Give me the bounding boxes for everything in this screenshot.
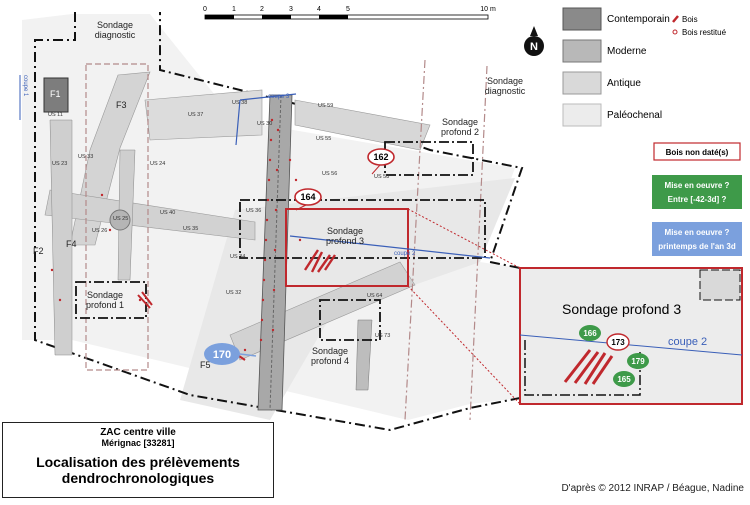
- sample-173: 173: [606, 333, 630, 351]
- label-f2: F2: [33, 246, 44, 256]
- title-box: ZAC centre ville Mérignac [33281] Locali…: [2, 422, 274, 498]
- label-f3: F3: [116, 100, 127, 110]
- svg-text:US 56: US 56: [322, 171, 337, 177]
- scale-tick-0: 0: [203, 6, 207, 13]
- svg-text:US 38: US 38: [232, 100, 247, 106]
- scale-tick-1: 1: [232, 6, 236, 13]
- legend-contemporain: Contemporain: [607, 14, 670, 25]
- svg-text:US 11: US 11: [48, 112, 63, 118]
- label-f1: F1: [50, 89, 61, 99]
- svg-text:US 73: US 73: [375, 333, 390, 339]
- svg-text:US 59: US 59: [318, 103, 333, 109]
- scale-tick-3: 3: [289, 6, 293, 13]
- svg-text:179: 179: [631, 357, 645, 366]
- svg-text:US 30: US 30: [257, 121, 272, 127]
- svg-text:164: 164: [300, 192, 315, 202]
- svg-text:Bois non daté(s): Bois non daté(s): [666, 148, 729, 157]
- title-line3: Localisation des prélèvements: [36, 454, 240, 470]
- sample-165: 165: [613, 371, 635, 387]
- svg-text:US 64: US 64: [367, 293, 382, 299]
- svg-text:printemps de l'an 3d: printemps de l'an 3d: [658, 242, 736, 251]
- svg-text:US 32: US 32: [226, 290, 241, 296]
- legend-bois-restitue: Bois restitué: [682, 28, 727, 37]
- legend-bois: Bois: [682, 15, 698, 24]
- svg-text:US 58: US 58: [374, 174, 389, 180]
- scale-tick-2: 2: [260, 6, 264, 13]
- svg-text:US 34: US 34: [230, 254, 245, 260]
- sample-170: 170: [204, 343, 257, 365]
- svg-text:166: 166: [583, 329, 597, 338]
- inset-title: Sondage profond 3: [562, 301, 681, 317]
- focus-box-sp3: [285, 208, 409, 287]
- svg-text:162: 162: [373, 152, 388, 162]
- svg-text:US 40: US 40: [160, 210, 175, 216]
- badge-non-date: Bois non daté(s): [653, 142, 741, 161]
- svg-text:Entre [-42-3d] ?: Entre [-42-3d] ?: [668, 195, 727, 204]
- credit: D'après © 2012 INRAP / Béague, Nadine: [561, 483, 744, 494]
- title-line2: Mérignac [33281]: [101, 438, 175, 448]
- us-labels: US 11 US 33 US 37 US 38 US 30 US 59 US 5…: [48, 100, 390, 339]
- legend-antique: Antique: [607, 78, 641, 89]
- scale-tick-10: 10 m: [480, 6, 496, 13]
- sample-166: 166: [579, 325, 601, 341]
- svg-text:US 36: US 36: [246, 208, 261, 214]
- label-coupe1: coupe 1: [22, 75, 28, 97]
- wood-stake-row: [50, 118, 302, 352]
- sample-179: 179: [627, 353, 649, 369]
- sample-164: 164: [294, 188, 322, 211]
- legend: Contemporain Moderne Antique Paléochenal…: [562, 7, 727, 127]
- label-f4: F4: [66, 239, 77, 249]
- svg-text:173: 173: [611, 338, 625, 347]
- svg-text:US 55: US 55: [316, 136, 331, 142]
- sample-162: 162: [367, 148, 395, 175]
- svg-text:Mise en oeuvre ?: Mise en oeuvre ?: [665, 181, 730, 190]
- north-arrow-icon: N: [524, 26, 544, 56]
- feature-us37: [144, 89, 263, 141]
- scale-tick-5: 5: [346, 6, 350, 13]
- legend-moderne: Moderne: [607, 46, 647, 57]
- title-line1: ZAC centre ville: [100, 427, 176, 438]
- svg-text:US 26: US 26: [92, 228, 107, 234]
- badge-mise-green: Mise en oeuvre ? Entre [-42-3d] ?: [652, 175, 742, 209]
- title-line4: dendrochronologiques: [61, 470, 215, 486]
- scale-tick-4: 4: [317, 6, 321, 13]
- svg-text:US 37: US 37: [188, 112, 203, 118]
- svg-text:US 25: US 25: [113, 216, 128, 222]
- feature-f4: [44, 189, 256, 241]
- label-f5: F5: [200, 360, 211, 370]
- svg-text:US 23: US 23: [52, 161, 67, 167]
- label-coupe2: coupe 2: [394, 251, 416, 257]
- label-coupe3: coupe 3: [268, 94, 290, 100]
- badge-mise-blue: Mise en oeuvre ? printemps de l'an 3d: [652, 222, 742, 256]
- svg-text:170: 170: [213, 349, 231, 361]
- svg-text:Mise en oeuvre ?: Mise en oeuvre ?: [665, 228, 730, 237]
- svg-text:N: N: [530, 41, 538, 53]
- svg-text:US 24: US 24: [150, 161, 165, 167]
- wood-samples-sp3: [303, 249, 336, 273]
- svg-text:US 35: US 35: [183, 226, 198, 232]
- inset-coupe: coupe 2: [668, 336, 707, 348]
- scale-bar: 0 1 2 3 4 5 10 m: [203, 6, 496, 20]
- feature-us59: [294, 99, 431, 151]
- legend-paleochenal: Paléochenal: [607, 110, 662, 121]
- svg-text:165: 165: [617, 375, 631, 384]
- svg-text:US 33: US 33: [78, 154, 93, 160]
- feature-f1: [43, 77, 69, 113]
